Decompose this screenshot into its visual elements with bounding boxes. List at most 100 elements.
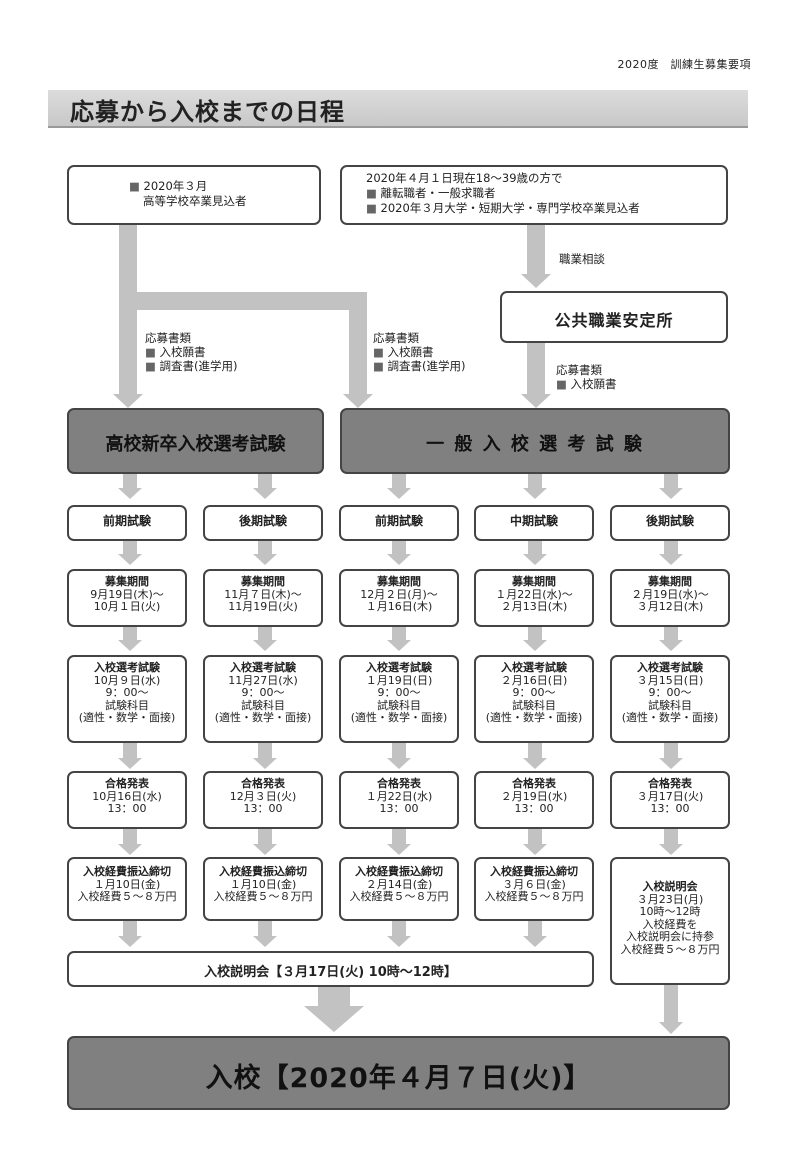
- fee-head: 入校経費振込締切: [490, 865, 578, 878]
- connector-line: [392, 540, 406, 556]
- exam-line3: 試験科目: [512, 698, 556, 712]
- arrow-head: [118, 844, 142, 855]
- connector-line: [123, 540, 137, 556]
- arrow-head: [521, 274, 551, 288]
- term-label: 後期試験: [238, 514, 287, 528]
- connector-line: [528, 920, 542, 938]
- recruit-line1: 12月２日(月)～: [360, 587, 438, 601]
- fee-box: 入校経費振込締切 ３月６日(金) 入校経費５～８万円: [474, 857, 594, 921]
- exam-line1: 11月27日(水): [228, 673, 298, 687]
- recruit-line2: ２月13日(木): [500, 600, 568, 613]
- term-label: 前期試験: [102, 514, 151, 528]
- result-head: 合格発表: [512, 777, 556, 790]
- connector-line: [528, 540, 542, 556]
- docs-left-item2: 調査書(進学用): [159, 359, 238, 373]
- briefing-box: 入校説明会【３月17日(火) 10時～12時】: [67, 951, 594, 987]
- exam-line3: 試験科目: [377, 698, 421, 712]
- recruit-head: 募集期間: [105, 575, 149, 588]
- arrow-head: [387, 936, 411, 947]
- term-label: 後期試験: [645, 514, 694, 528]
- docs-left: 応募書類 ■ 入校願書 ■ 調査書(進学用): [145, 331, 238, 373]
- result-line1: 12月３日(火): [229, 789, 297, 803]
- connector-line: [258, 828, 272, 846]
- recruit-line1: １月22日(水)～: [495, 587, 573, 601]
- recruit-line1: 9月19日(木)～: [90, 587, 164, 601]
- result-head: 合格発表: [377, 777, 421, 790]
- connector-line: [528, 626, 542, 642]
- fee-head: 入校経費振込締切: [219, 865, 307, 878]
- exam-line1: ２月16日(日): [500, 673, 568, 687]
- recruit-line2: 11月19日(火): [228, 600, 298, 613]
- term-box: 中期試験: [474, 505, 594, 541]
- result-line1: １月22日(水): [365, 789, 433, 803]
- recruit-head: 募集期間: [648, 575, 692, 588]
- connector-line: [664, 474, 678, 490]
- term-box: 前期試験: [67, 505, 187, 541]
- result-head: 合格発表: [105, 777, 149, 790]
- docs-right-title: 応募書類: [556, 363, 602, 377]
- connector-line: [123, 742, 137, 760]
- docs-right-item1: 入校願書: [570, 377, 617, 391]
- exam-line2: 9：00～: [648, 686, 692, 699]
- result-box: 合格発表 12月３日(火) 13：00: [203, 771, 323, 829]
- general-exam-box: 一 般 入 校 選 考 試 験: [340, 408, 730, 474]
- source-box-hs-graduates: ■ 2020年３月 高等学校卒業見込者: [67, 165, 321, 225]
- exam-box: 入校選考試験 10月９日(水) 9：00～ 試験科目 (適性・数学・面接): [67, 655, 187, 743]
- connector-line: [258, 920, 272, 938]
- term-box: 前期試験: [339, 505, 459, 541]
- arrow-head: [523, 488, 547, 499]
- connector-line: [258, 742, 272, 760]
- recruit-line2: 10月１日(火): [93, 600, 161, 613]
- recruit-line2: ３月12日(木): [636, 600, 704, 613]
- last-briefing-line4: 入校説明会に持参: [626, 930, 714, 943]
- recruit-box: 募集期間 12月２日(月)～ １月16日(木): [339, 569, 459, 627]
- result-line2: 13：00: [379, 802, 419, 815]
- hello-work-box: 公共職業安定所: [500, 291, 728, 343]
- recruit-head: 募集期間: [241, 575, 285, 588]
- exam-line2: 9：00～: [377, 686, 421, 699]
- term-label: 前期試験: [374, 514, 423, 528]
- general-line3: 2020年３月大学・短期大学・専門学校卒業見込者: [380, 201, 640, 215]
- connector-line: [528, 828, 542, 846]
- docs-right: 応募書類 ■ 入校願書: [556, 363, 617, 391]
- last-briefing-head: 入校説明会: [642, 880, 698, 893]
- exam-line4: (適性・数学・面接): [214, 711, 312, 724]
- fee-line1: ２月14日(金): [365, 877, 433, 891]
- exam-head: 入校選考試験: [637, 661, 703, 674]
- arrow-head: [113, 394, 143, 408]
- result-box: 合格発表 ２月19日(水) 13：00: [474, 771, 594, 829]
- connector-line: [123, 920, 137, 938]
- fee-line2: 入校経費５～８万円: [77, 890, 177, 903]
- document-header: 2020度 訓練生募集要項: [617, 58, 751, 71]
- result-box: 合格発表 ３月17日(火) 13：00: [610, 771, 730, 829]
- arrow-head: [118, 488, 142, 499]
- recruit-box: 募集期間 9月19日(木)～ 10月１日(火): [67, 569, 187, 627]
- consult-label: 職業相談: [559, 252, 605, 266]
- exam-line1: ３月15日(日): [636, 673, 704, 687]
- last-briefing-box: 入校説明会 ３月23日(月) 10時～12時 入校経費を 入校説明会に持参 入校…: [610, 857, 730, 985]
- term-label: 中期試験: [509, 514, 558, 528]
- fee-line1: ３月６日(金): [502, 877, 566, 891]
- exam-line4: (適性・数学・面接): [485, 711, 583, 724]
- connector-line: [392, 828, 406, 846]
- exam-line3: 試験科目: [648, 698, 692, 712]
- arrow-head: [387, 554, 411, 565]
- result-head: 合格発表: [241, 777, 285, 790]
- exam-line4: (適性・数学・面接): [78, 711, 176, 724]
- fee-line2: 入校経費５～８万円: [484, 890, 584, 903]
- exam-head: 入校選考試験: [366, 661, 432, 674]
- arrow-head: [659, 554, 683, 565]
- arrow-head: [523, 936, 547, 947]
- exam-line2: 9：00～: [241, 686, 285, 699]
- recruit-line1: 11月７日(木)～: [224, 587, 302, 601]
- result-line2: 13：00: [243, 802, 283, 815]
- general-exam-label: 一 般 入 校 選 考 試 験: [426, 434, 644, 455]
- result-line2: 13：00: [514, 802, 554, 815]
- connector-line: [349, 292, 367, 396]
- arrow-head: [253, 936, 277, 947]
- arrow-head: [659, 488, 683, 499]
- exam-box: 入校選考試験 11月27日(水) 9：00～ 試験科目 (適性・数学・面接): [203, 655, 323, 743]
- docs-mid-item1: 入校願書: [387, 345, 434, 359]
- general-line2: 離転職者・一般求職者: [380, 186, 496, 200]
- fee-line1: １月10日(金): [93, 877, 161, 891]
